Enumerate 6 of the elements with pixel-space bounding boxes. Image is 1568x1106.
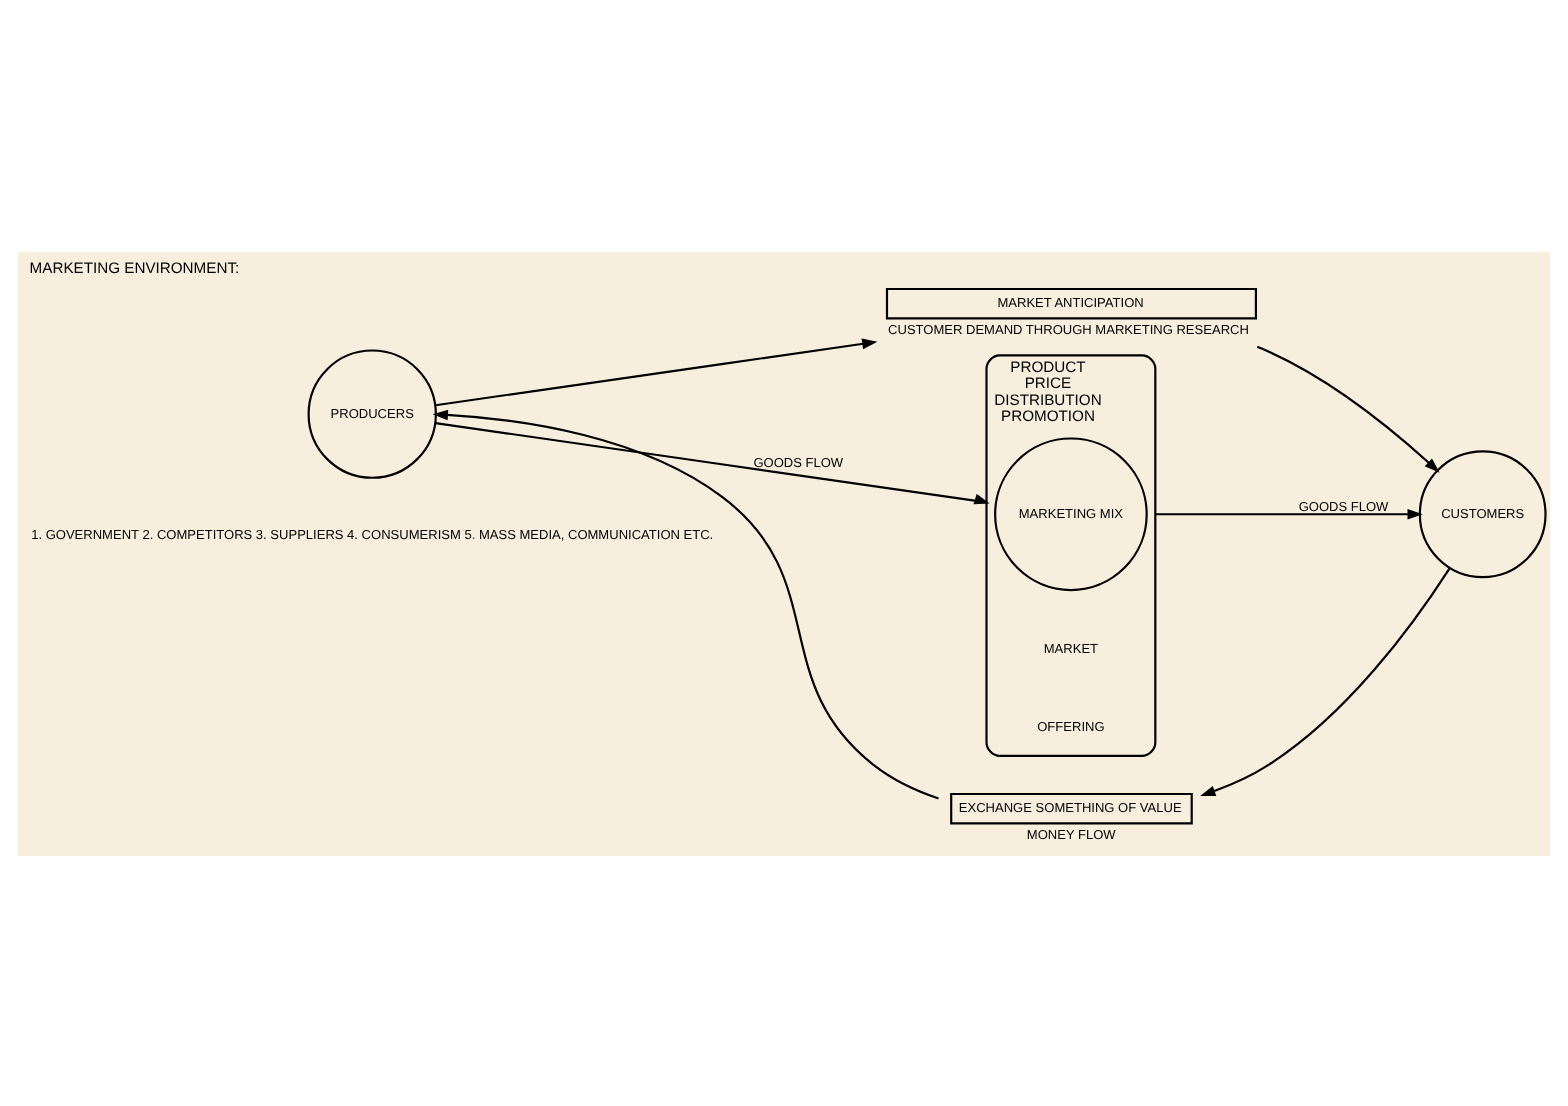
arrow — [1200, 566, 1451, 796]
arrow — [435, 421, 990, 504]
arrow — [432, 408, 939, 799]
arrow — [1155, 507, 1423, 519]
arrow — [1256, 344, 1440, 472]
arrow — [435, 337, 878, 406]
